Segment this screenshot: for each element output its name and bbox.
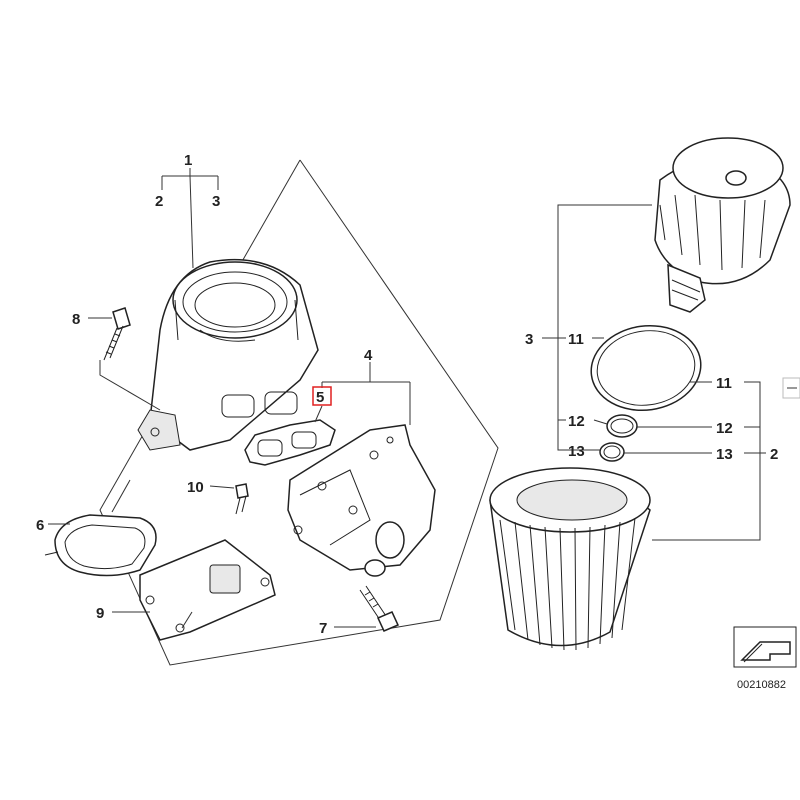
assembly-outline (99, 159, 499, 666)
callout-12-right: 12 (716, 420, 733, 437)
callout-5: 5 (316, 389, 324, 406)
callout-7: 7 (319, 620, 327, 637)
part-oring-13 (599, 442, 625, 462)
callout-labels: 1 2 3 8 4 5 10 6 9 7 3 11 11 12 12 13 13… (36, 152, 778, 637)
part-filter-element-2 (489, 467, 651, 651)
diagram-id-box: 00210882 (733, 626, 797, 691)
callout-2-right: 2 (770, 446, 778, 463)
part-bolt-10 (235, 483, 249, 515)
callout-11-left: 11 (568, 331, 584, 348)
callout-8: 8 (72, 311, 80, 328)
callout-9: 9 (96, 605, 104, 622)
callout-2: 2 (155, 193, 163, 210)
part-filter-cap-3 (654, 137, 791, 313)
callout-3: 3 (212, 193, 220, 210)
part-oring-12 (606, 414, 638, 438)
callout-6: 6 (36, 517, 44, 534)
part-gasket-6 (44, 514, 157, 577)
orientation-arrow-icon (740, 641, 791, 661)
part-bolt-8 (103, 307, 131, 361)
diagram-number: 00210882 (737, 679, 786, 691)
part-oring-11 (590, 324, 702, 412)
callout-13-left: 13 (568, 443, 585, 460)
callout-3-right: 3 (525, 331, 533, 348)
leader-lines (48, 168, 766, 629)
part-bolt-7 (359, 585, 400, 632)
callout-1: 1 (184, 152, 192, 169)
callout-5-highlight (312, 386, 332, 406)
callout-10: 10 (187, 479, 204, 496)
callout-4: 4 (364, 347, 373, 364)
part-cooler-adapter-4 (287, 424, 436, 577)
part-oil-filter-housing (137, 258, 319, 451)
part-gasket-5 (244, 419, 336, 466)
callout-11-right: 11 (716, 375, 732, 392)
callout-12-left: 12 (568, 413, 585, 430)
callout-13-right: 13 (716, 446, 733, 463)
part-plate-9 (139, 539, 276, 641)
